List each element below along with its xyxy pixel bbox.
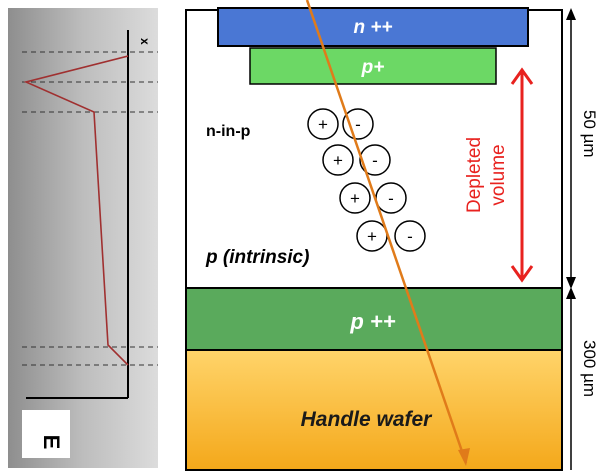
- charge-pair-1: + -: [307, 108, 374, 140]
- handle-wafer-layer: [185, 349, 563, 471]
- detector-structure: n ++ p+ p ++ Handle wafer n-in-p p (intr…: [185, 0, 563, 471]
- hole-circle: [322, 144, 354, 176]
- hole-circle: [339, 182, 371, 214]
- dimension-markers: 50 µm 300 µm: [566, 8, 599, 470]
- dim-top-arrow-up: [566, 8, 576, 20]
- electron-circle: [394, 220, 426, 252]
- dimension-300um: 300 µm: [580, 340, 599, 397]
- electron-sign: -: [355, 115, 361, 134]
- particle-track: [305, 0, 468, 464]
- hole-sign: +: [318, 115, 328, 134]
- depleted-volume-arrow: [510, 67, 534, 283]
- hole-sign: +: [367, 227, 377, 246]
- depleted-label-line2: volume: [488, 144, 509, 205]
- electron-sign: -: [372, 151, 378, 170]
- hole-sign: +: [350, 189, 360, 208]
- dim-bottom-arrow-up: [566, 287, 576, 299]
- charge-pair-3: + -: [339, 182, 407, 214]
- electron-circle: [359, 144, 391, 176]
- dimension-50um: 50 µm: [580, 110, 599, 158]
- particle-track-arrowhead: [458, 448, 470, 466]
- depleted-arrow-top: [510, 67, 534, 85]
- p-plus-plus-layer: [185, 287, 563, 351]
- x-axis-label: x: [138, 38, 152, 45]
- field-profile-panel: x E: [8, 8, 158, 468]
- n-in-p-label: n-in-p: [206, 123, 251, 140]
- n-plus-plus-label: n ++: [353, 17, 392, 38]
- field-profile-line: [23, 55, 129, 366]
- e-axis-label: E: [39, 435, 64, 450]
- p-plus-label: p+: [361, 57, 385, 78]
- handle-wafer-label: Handle wafer: [301, 408, 434, 431]
- e-label-box: [22, 410, 70, 458]
- p-plus-plus-label: p ++: [349, 309, 395, 334]
- n-plus-plus-layer: [217, 7, 529, 47]
- electron-sign: -: [388, 189, 394, 208]
- depleted-arrow-bottom: [510, 265, 534, 283]
- intrinsic-label: p (intrinsic): [205, 247, 309, 268]
- charge-pair-2: + -: [322, 144, 391, 176]
- hole-sign: +: [333, 151, 343, 170]
- charge-pair-4: + -: [356, 220, 426, 252]
- electron-circle: [342, 108, 374, 140]
- hole-circle: [307, 108, 339, 140]
- p-plus-layer: [249, 47, 497, 85]
- depleted-label-line1: Depleted: [464, 137, 485, 213]
- dim-top-arrow-down: [566, 277, 576, 289]
- electron-sign: -: [407, 227, 413, 246]
